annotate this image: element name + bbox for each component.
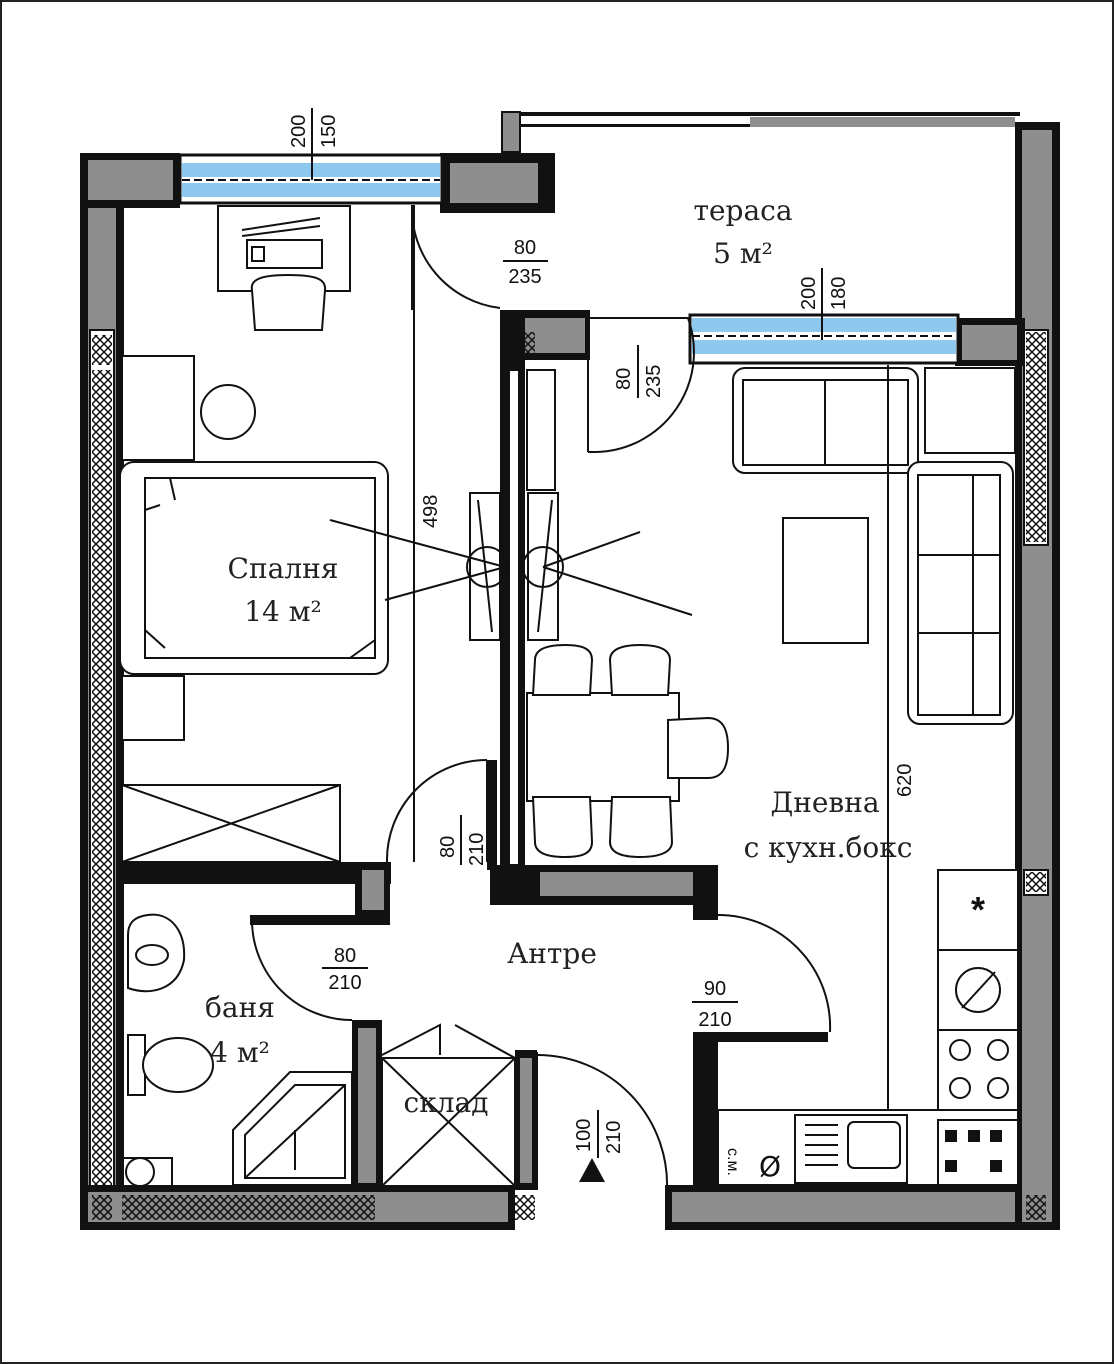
dishwasher-label: с.м. — [724, 1148, 741, 1176]
insulation — [92, 332, 1046, 1220]
bathroom-area: 4 м² — [210, 1036, 270, 1069]
dim-door-entrance-top: 100 — [573, 1119, 595, 1152]
kitchen: * с.м. Ø — [717, 869, 1019, 1186]
fridge-symbol: * — [971, 889, 985, 930]
living-subtitle: с кухн.бокс — [744, 831, 913, 864]
furniture-storage — [381, 1057, 516, 1187]
furniture-bathroom — [121, 913, 353, 1189]
room-labels: тераса 5 м² Спалня 14 м² Дневна с кухн.б… — [205, 194, 912, 1119]
dim-door-living-bottom: 210 — [698, 1009, 731, 1031]
dim-height-living: 620 — [894, 764, 916, 797]
dim-height-bedroom: 498 — [420, 495, 442, 528]
dim-window-bedroom-bottom: 150 — [318, 115, 340, 148]
dim-door-living-top: 90 — [704, 978, 726, 1000]
dim-window-bedroom-top: 200 — [288, 115, 310, 148]
hall-name: Антре — [507, 937, 597, 970]
dim-door-bedroom-top: 80 — [437, 836, 459, 858]
furniture-bedroom — [119, 205, 415, 863]
bedroom-name: Спалня — [228, 552, 339, 585]
storage-name: склад — [404, 1086, 489, 1119]
dim-door-terrace-bottom: 235 — [508, 266, 541, 288]
dimension-labels: 200 150 200 180 80 235 80 235 80 210 80 … — [288, 115, 916, 1158]
dim-door-entrance-bottom: 210 — [603, 1121, 625, 1154]
terrace-area: 5 м² — [713, 237, 773, 270]
furniture-living — [526, 365, 1016, 1185]
dim-door-living-terrace-bottom: 235 — [643, 365, 665, 398]
dim-door-bathroom-bottom: 210 — [328, 972, 361, 994]
dim-door-bathroom-top: 80 — [334, 945, 356, 967]
dim-door-bedroom-bottom: 210 — [466, 833, 488, 866]
dim-window-living-top: 200 — [798, 277, 820, 310]
window-living — [688, 268, 960, 365]
living-name: Дневна — [770, 786, 879, 819]
dim-door-living-terrace-top: 80 — [613, 368, 635, 390]
dim-window-living-bottom: 180 — [828, 277, 850, 310]
tv-wall — [329, 369, 693, 641]
window-bedroom — [178, 108, 444, 205]
bedroom-area: 14 м² — [244, 595, 322, 628]
entrance-arrow-icon — [579, 1158, 605, 1182]
terrace-name: тераса — [693, 194, 792, 227]
dim-door-terrace-top: 80 — [514, 237, 536, 259]
bathroom-name: баня — [205, 991, 275, 1024]
dishwasher-symbol: Ø — [759, 1150, 781, 1183]
